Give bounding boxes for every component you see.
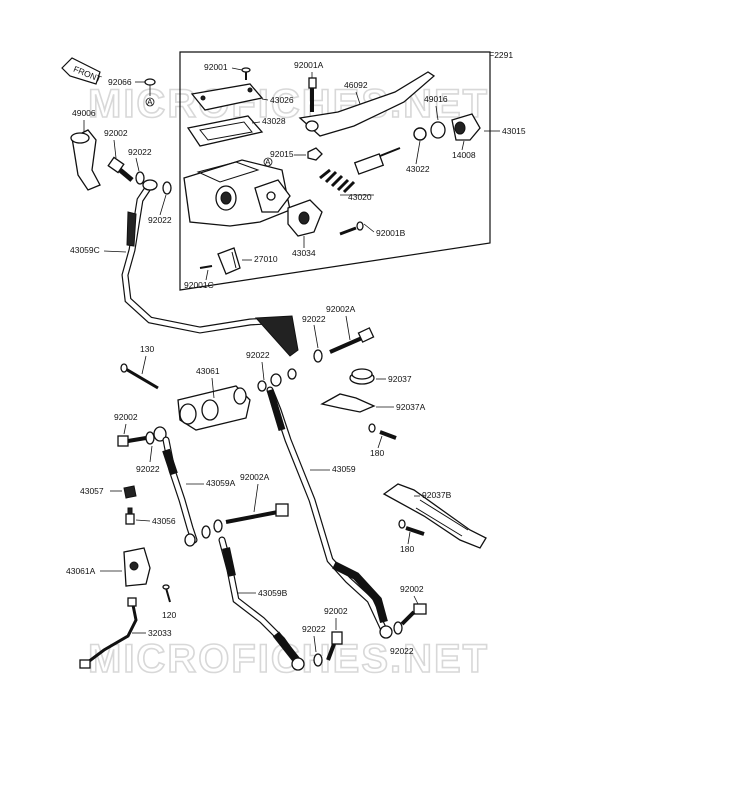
part-92002-bolt-1: [107, 156, 134, 182]
label-49006: 49006: [72, 108, 96, 118]
label-92022-3: 92022: [302, 314, 326, 324]
label-43022: 43022: [406, 164, 430, 174]
label-43059C: 43059C: [70, 245, 100, 255]
label-46092: 46092: [344, 80, 368, 90]
part-92022-washer-3: [313, 349, 323, 363]
part-92002-bolt-3: [393, 603, 427, 635]
label-43020: 43020: [348, 192, 372, 202]
part-92002A-bolt-2: [184, 503, 289, 547]
label-92002-3: 92002: [400, 584, 424, 594]
part-49016: [430, 121, 446, 139]
label-43057: 43057: [80, 486, 104, 496]
part-27010-switch: [217, 247, 241, 275]
label-92001B: 92001B: [376, 228, 406, 238]
master-cylinder-assembly-box: [179, 51, 491, 291]
front-arrow-icon: FRONT: [61, 57, 103, 85]
label-92022-5: 92022: [136, 464, 160, 474]
part-43061-joint: [177, 385, 251, 431]
part-92015-nut: [307, 147, 323, 161]
part-92022-washer-4: [257, 368, 297, 392]
part-43026-cap: [190, 83, 264, 111]
label-92002-4: 92002: [324, 606, 348, 616]
part-120-screw: [162, 584, 171, 603]
part-43061A-joint: [123, 547, 151, 587]
label-92002-2: 92002: [114, 412, 138, 422]
watermark-top: MICROFICHES.NET: [88, 82, 489, 126]
part-130-pin: [120, 363, 159, 390]
label-92022-2: 92022: [148, 215, 172, 225]
marker-a-1: A: [147, 97, 153, 107]
part-43059B-hose: [218, 536, 305, 671]
part-43028-diaphragm: [186, 115, 264, 147]
label-120: 120: [162, 610, 176, 620]
master-cylinder-body: [183, 159, 291, 227]
label-43056: 43056: [152, 516, 176, 526]
part-32033-brake-line: [79, 597, 138, 669]
label-92037A: 92037A: [396, 402, 426, 412]
label-92001: 92001: [204, 62, 228, 72]
label-92001A: 92001A: [294, 60, 324, 70]
label-92037: 92037: [388, 374, 412, 384]
label-92002-1: 92002: [104, 128, 128, 138]
label-92037B: 92037B: [422, 490, 452, 500]
part-92037-grommet: [349, 368, 375, 385]
part-43034-clamp: [287, 199, 323, 237]
part-92037B-bracket: [382, 483, 487, 549]
label-43028: 43028: [262, 116, 286, 126]
part-92022-washer-2: [162, 181, 172, 195]
part-43059A-hose: [162, 436, 198, 544]
part-92001-screw: [241, 67, 251, 80]
label-92022-7: 92022: [302, 624, 326, 634]
label-49016: 49016: [424, 94, 448, 104]
label-43059A: 43059A: [206, 478, 236, 488]
part-43059-hose: [266, 386, 393, 639]
part-180-bolt-1: [368, 423, 397, 440]
part-43059C-hose: [121, 179, 299, 357]
part-92022-washer-5: [145, 426, 167, 445]
part-92022-washer-1: [135, 171, 145, 185]
label-43059B: 43059B: [258, 588, 288, 598]
label-43015: 43015: [502, 126, 526, 136]
part-92001C-screw: [199, 265, 213, 269]
part-180-bolt-2: [398, 519, 425, 536]
part-92001B-bolt: [339, 221, 364, 236]
part-43020-piston-kit: [319, 147, 401, 194]
label-92022-4: 92022: [246, 350, 270, 360]
part-92002-bolt-2: [117, 435, 147, 447]
label-92022-1: 92022: [128, 147, 152, 157]
label-43026: 43026: [270, 95, 294, 105]
label-43061A: 43061A: [66, 566, 96, 576]
marker-a-2: A: [265, 157, 271, 167]
label-43034: 43034: [292, 248, 316, 258]
label-92066: 92066: [108, 77, 132, 87]
part-92001A-screw: [308, 77, 317, 112]
part-43022-clip: [413, 127, 427, 141]
part-14008-boot: [451, 113, 481, 141]
label-43061: 43061: [196, 366, 220, 376]
part-49006-boot: [70, 129, 101, 191]
label-92002A-1: 92002A: [326, 304, 356, 314]
label-27010: 27010: [254, 254, 278, 264]
part-43057-cap: [123, 485, 137, 499]
label-92022-6: 92022: [390, 646, 414, 656]
label-32033: 32033: [148, 628, 172, 638]
part-92037A-clamp: [320, 393, 376, 413]
label-92002A-2: 92002A: [240, 472, 270, 482]
label-180-1: 180: [370, 448, 384, 458]
label-14008: 14008: [452, 150, 476, 160]
label-180-2: 180: [400, 544, 414, 554]
label-92001C: 92001C: [184, 280, 214, 290]
figure-ref: F2291: [489, 50, 513, 60]
label-130: 130: [140, 344, 154, 354]
part-46092-lever: [298, 71, 436, 137]
part-92002A-bolt-1: [329, 327, 375, 354]
part-92002-bolt-4: [313, 631, 343, 667]
label-92015: 92015: [270, 149, 294, 159]
label-43059: 43059: [332, 464, 356, 474]
part-43056-bleed-valve: [125, 507, 135, 525]
